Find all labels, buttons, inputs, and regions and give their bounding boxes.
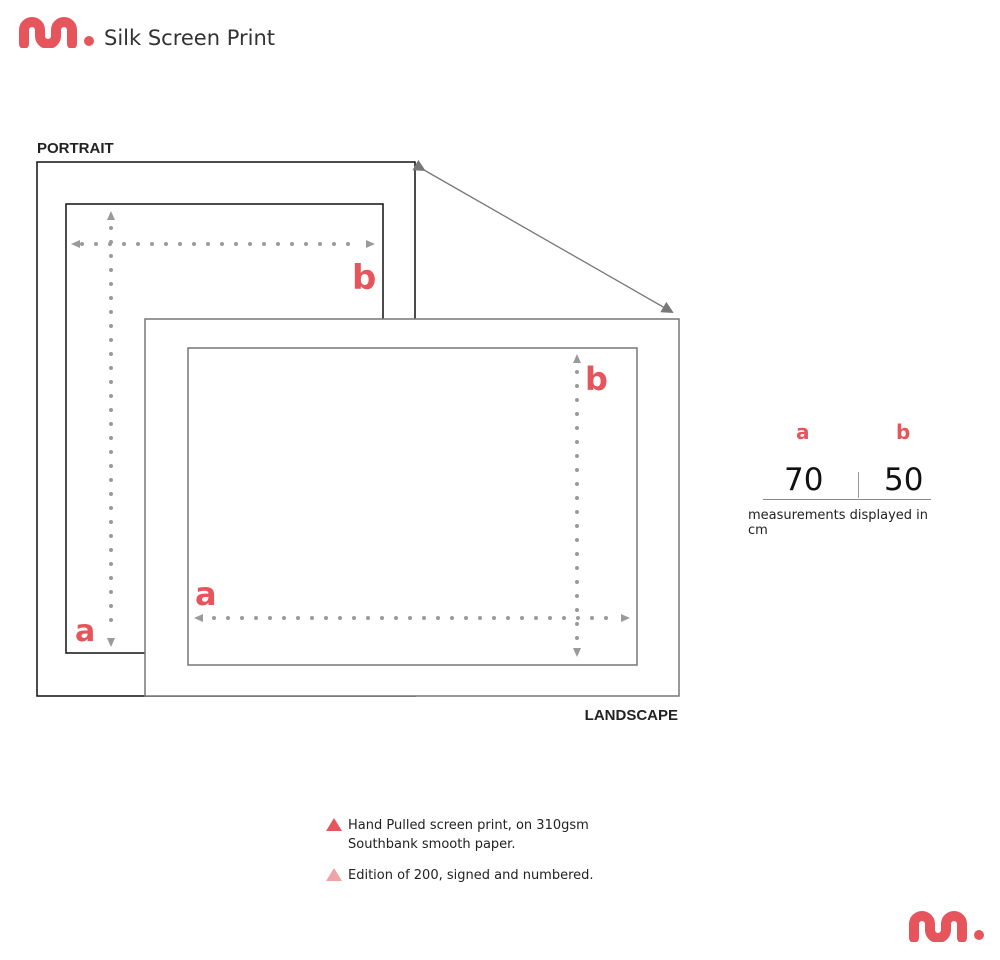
bullet-triangle-icon [326, 818, 342, 831]
measure-underline [763, 499, 931, 500]
brand-logo-icon [19, 17, 94, 48]
landscape-dim-b-label: b [585, 360, 608, 398]
landscape-dim-b-arrow-bottom [573, 648, 581, 657]
portrait-dim-a-label: a [75, 614, 95, 649]
brand-logo-icon [909, 911, 984, 942]
portrait-dim-b-label: b [352, 258, 376, 298]
bullet-triangle-icon [326, 868, 342, 881]
landscape-dim-b-arrow-top [573, 354, 581, 363]
rotate-connector-arrow [412, 159, 674, 313]
portrait-label: PORTRAIT [37, 140, 114, 157]
landscape-dim-a-label: a [195, 575, 217, 613]
landscape-label: LANDSCAPE [585, 707, 678, 724]
portrait-dim-a-arrow-bottom [107, 638, 115, 647]
measure-a-value: 70 [784, 462, 824, 498]
measure-b-label: b [896, 420, 911, 444]
print-size-diagram: PORTRAIT a b a b LANDSCAPE [36, 140, 680, 724]
feature-text-line2: Southbank smooth paper. [348, 837, 516, 852]
measure-a-label: a [796, 420, 810, 444]
page-title: Silk Screen Print [104, 26, 276, 50]
feature-text-line1: Edition of 200, signed and numbered. [348, 868, 594, 883]
landscape-dim-a-arrow-right [621, 614, 630, 622]
portrait-dim-b-arrow-right [366, 240, 375, 248]
measure-divider [858, 472, 859, 498]
landscape-sheet: a b [144, 318, 680, 697]
portrait-dim-a-arrow-top [107, 211, 115, 220]
portrait-dim-b-arrow-left [71, 240, 80, 248]
feature-text-line1: Hand Pulled screen print, on 310gsm [348, 818, 589, 833]
measure-unit-note: measurements displayed in cm [748, 508, 928, 538]
measure-b-value: 50 [884, 462, 924, 498]
landscape-dim-a-arrow-left [194, 614, 203, 622]
